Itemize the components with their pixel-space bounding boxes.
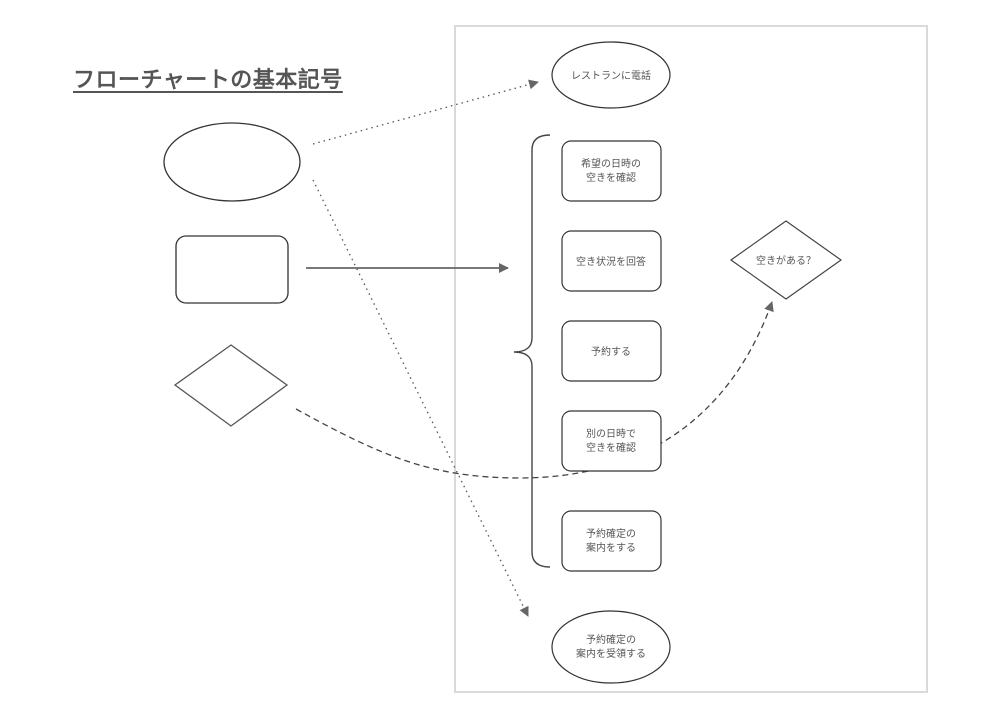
end-node-label: 予約確定の: [586, 633, 636, 646]
end-node: 予約確定の 案内を受領する: [551, 610, 671, 684]
start-node: レストランに電話: [551, 41, 671, 109]
dotted-arrow-to-start: [312, 79, 539, 145]
process-node: 予約する: [561, 320, 662, 382]
process-node-label: 希望の日時の: [581, 157, 641, 170]
process-node-label: 案内をする: [586, 541, 636, 554]
process-node-label: 空きを確認: [586, 441, 636, 454]
legend-process-symbol: [175, 235, 289, 304]
legend-terminal-symbol: [163, 122, 301, 202]
decision-node-label: 空きがある？: [756, 254, 816, 267]
process-node: 希望の日時の 空きを確認: [561, 140, 662, 202]
decision-node: 空きがある？: [729, 220, 843, 300]
process-node: 別の日時で 空きを確認: [561, 410, 662, 472]
process-group-brace: [513, 134, 551, 568]
end-node-label: 案内を受領する: [576, 647, 646, 660]
start-node-label: レストランに電話: [571, 69, 651, 82]
legend-decision-symbol: [173, 344, 289, 427]
page-title: フローチャートの基本記号: [73, 68, 343, 93]
dashed-arrow-to-decision: [295, 301, 774, 479]
process-node-label: 予約する: [591, 345, 631, 358]
process-node-label: 予約確定の: [586, 527, 636, 540]
process-node-label: 空きを確認: [586, 171, 636, 184]
process-node-label: 空き状況を回答: [576, 255, 646, 268]
process-node: 予約確定の 案内をする: [561, 510, 662, 572]
flowchart-panel: [454, 25, 928, 693]
process-node: 空き状況を回答: [561, 230, 662, 292]
process-node-label: 別の日時で: [586, 428, 636, 440]
dotted-arrow-to-end: [312, 179, 529, 617]
